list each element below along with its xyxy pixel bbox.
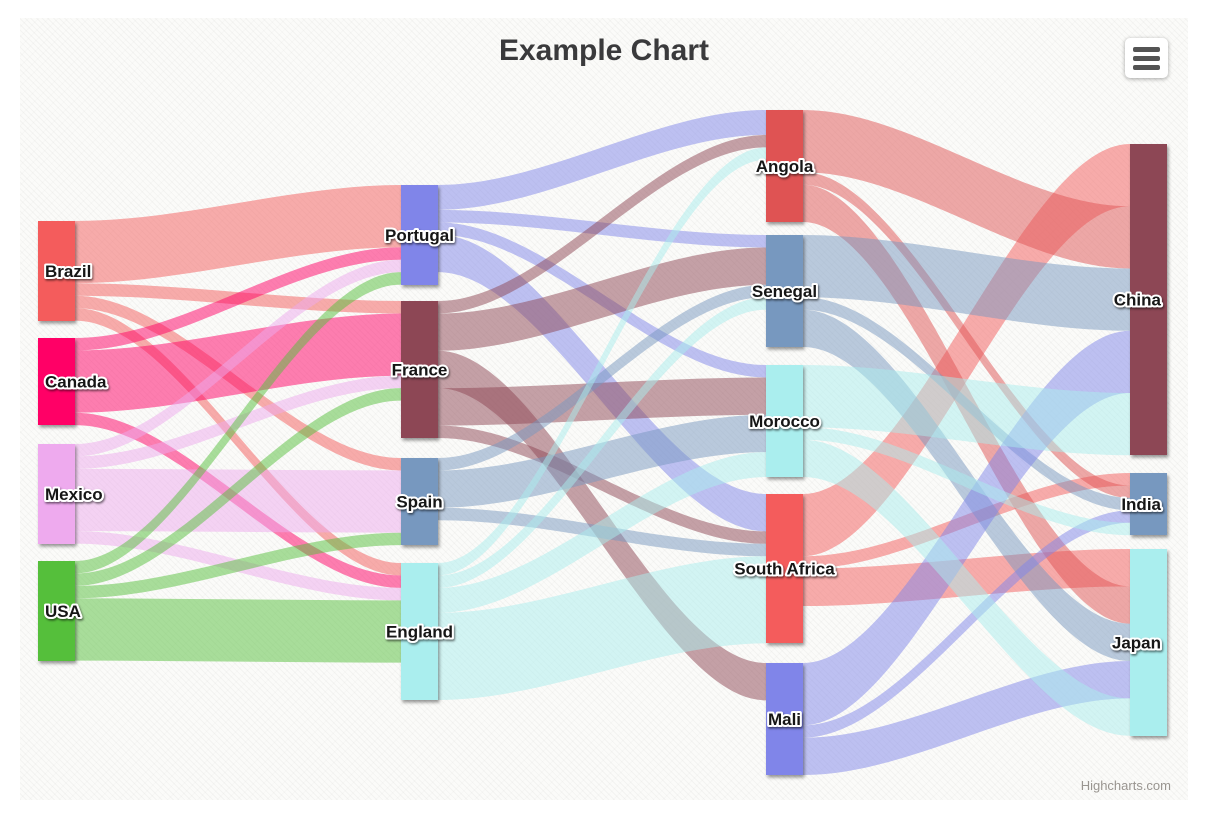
link-portugal-angola[interactable] (438, 110, 766, 210)
link-france-angola[interactable] (438, 134, 766, 314)
sankey-nodes (38, 110, 1167, 775)
link-brazil-england[interactable] (75, 308, 401, 576)
node-usa[interactable] (38, 561, 75, 661)
link-usa-england[interactable] (75, 598, 401, 663)
link-spain-senegal[interactable] (438, 284, 766, 471)
node-label-angola: Angola (756, 157, 814, 176)
link-england-morocco[interactable] (438, 452, 766, 613)
node-label-mali: Mali (768, 710, 801, 729)
node-label-france: France (392, 361, 448, 380)
link-mali-india[interactable] (803, 510, 1130, 738)
link-spain-morocco[interactable] (438, 414, 766, 508)
link-england-south-africa[interactable] (438, 556, 766, 700)
node-india[interactable] (1130, 473, 1167, 535)
node-label-japan: Japan (1112, 634, 1161, 653)
link-angola-china[interactable] (803, 110, 1130, 269)
node-label-spain: Spain (396, 493, 442, 512)
node-label-senegal: Senegal (752, 282, 817, 301)
link-angola-india[interactable] (803, 172, 1130, 498)
link-morocco-china[interactable] (803, 365, 1130, 456)
link-senegal-china[interactable] (803, 235, 1130, 331)
sankey-links (75, 110, 1130, 776)
link-morocco-japan[interactable] (803, 439, 1130, 736)
node-label-brazil: Brazil (45, 262, 91, 281)
link-france-south-africa[interactable] (438, 425, 766, 544)
node-china[interactable] (1130, 144, 1167, 455)
node-label-china: China (1114, 291, 1162, 310)
node-senegal[interactable] (766, 235, 803, 347)
highcharts-credit-link[interactable]: Highcharts.com (1080, 778, 1171, 793)
link-france-senegal[interactable] (438, 247, 766, 351)
node-portugal[interactable] (401, 185, 438, 285)
link-france-morocco[interactable] (438, 377, 766, 426)
node-label-canada: Canada (45, 373, 107, 392)
node-label-south-africa: South Africa (734, 560, 835, 579)
node-label-england: England (386, 623, 453, 642)
link-england-senegal[interactable] (438, 297, 766, 588)
node-japan[interactable] (1130, 549, 1167, 736)
link-mexico-spain[interactable] (75, 468, 401, 533)
node-morocco[interactable] (766, 365, 803, 477)
hamburger-icon (1133, 46, 1160, 70)
node-label-morocco: Morocco (749, 412, 820, 431)
node-mali[interactable] (766, 663, 803, 775)
link-england-angola[interactable] (438, 147, 766, 576)
node-mexico[interactable] (38, 444, 75, 544)
node-spain[interactable] (401, 458, 438, 545)
link-mexico-portugal[interactable] (75, 259, 401, 457)
node-france[interactable] (401, 301, 438, 438)
node-brazil[interactable] (38, 221, 75, 321)
chart-context-menu-button[interactable] (1125, 38, 1168, 78)
node-south-africa[interactable] (766, 494, 803, 643)
link-canada-portugal[interactable] (75, 247, 401, 351)
node-canada[interactable] (38, 338, 75, 425)
node-label-usa: USA (45, 602, 81, 621)
node-angola[interactable] (766, 110, 803, 222)
link-usa-portugal[interactable] (75, 272, 401, 574)
chart-title: Example Chart (498, 34, 710, 67)
link-usa-spain[interactable] (75, 532, 401, 599)
link-brazil-portugal[interactable] (75, 185, 401, 284)
node-label-portugal: Portugal (385, 226, 454, 245)
node-label-india: India (1121, 495, 1161, 514)
node-label-mexico: Mexico (45, 485, 103, 504)
link-morocco-india[interactable] (803, 427, 1130, 536)
link-usa-france[interactable] (75, 388, 401, 586)
node-england[interactable] (401, 563, 438, 700)
